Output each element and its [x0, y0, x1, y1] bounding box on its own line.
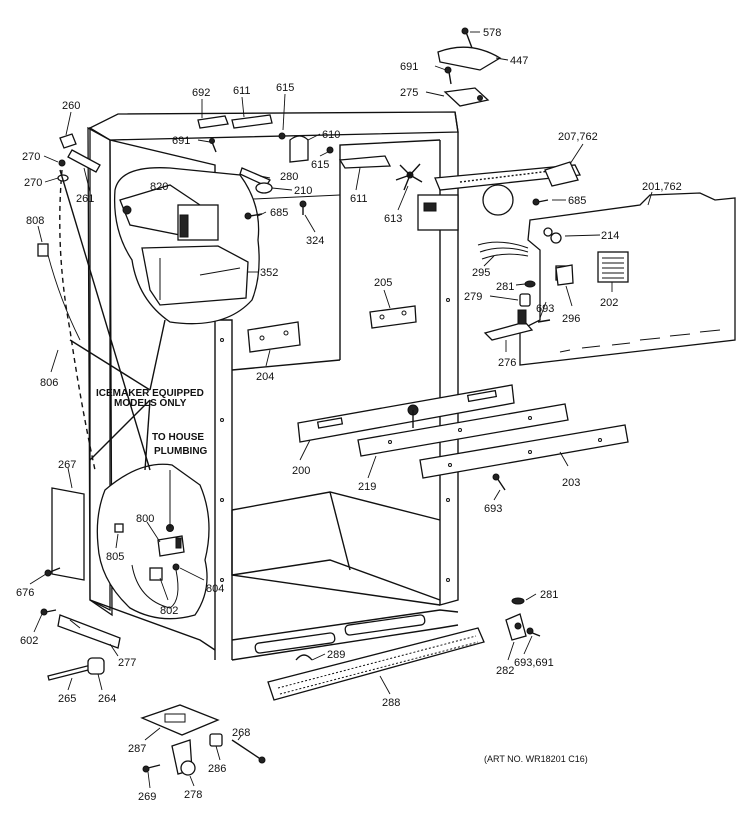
label-279: 279	[464, 291, 482, 303]
label-806: 806	[40, 377, 58, 389]
label-203: 203	[562, 477, 580, 489]
label-278: 278	[184, 789, 202, 801]
label-210: 210	[294, 185, 312, 197]
light-switch-202	[597, 251, 629, 283]
label-611-b: 611	[350, 193, 368, 205]
label-295: 295	[472, 267, 490, 279]
icemaker-note-line1: ICEMAKER EQUIPPED	[96, 388, 204, 399]
label-269: 269	[138, 791, 156, 803]
label-602: 602	[20, 635, 38, 647]
label-578: 578	[483, 27, 501, 39]
label-281: 281	[496, 281, 514, 293]
label-267: 267	[58, 459, 76, 471]
control-panel-201	[477, 192, 736, 366]
ice-bucket	[141, 245, 249, 306]
label-289: 289	[327, 649, 345, 661]
icemaker-unit	[119, 184, 219, 241]
part-labels: 578 691 447 275 692 611 615 691 610 615 …	[16, 27, 682, 803]
label-691: 691	[400, 61, 418, 73]
label-287: 287	[128, 743, 146, 755]
water-valve-assembly	[96, 463, 210, 620]
label-610: 610	[322, 129, 340, 141]
label-352: 352	[260, 267, 278, 279]
label-275: 275	[400, 87, 418, 99]
label-820: 820	[150, 181, 168, 193]
label-804: 804	[206, 583, 224, 595]
evaporator-bracket-207	[417, 161, 582, 231]
label-264: 264	[98, 693, 116, 705]
label-270: 270	[22, 151, 40, 163]
icemaker-note-line2: MODELS ONLY	[114, 398, 187, 409]
label-270-b: 270	[24, 177, 42, 189]
label-214: 214	[601, 230, 619, 242]
label-693-691: 693,691	[514, 657, 554, 669]
label-685-b: 685	[568, 195, 586, 207]
label-693-b: 693	[484, 503, 502, 515]
label-277: 277	[118, 657, 136, 669]
plumbing-note-line2: PLUMBING	[154, 446, 208, 457]
label-676: 676	[16, 587, 34, 599]
label-615: 615	[276, 82, 294, 94]
label-447: 447	[510, 55, 528, 67]
label-261: 261	[76, 193, 94, 205]
label-288: 288	[382, 697, 400, 709]
label-280: 280	[280, 171, 298, 183]
icemaker-assembly	[113, 167, 260, 325]
label-260: 260	[62, 100, 80, 112]
label-281-b: 281	[540, 589, 558, 601]
label-200: 200	[292, 465, 310, 477]
label-207-762: 207,762	[558, 131, 598, 143]
label-296: 296	[562, 313, 580, 325]
water-line	[37, 133, 101, 471]
label-204: 204	[256, 371, 274, 383]
label-693: 693	[536, 303, 554, 315]
label-611: 611	[233, 85, 251, 97]
label-219: 219	[358, 481, 376, 493]
label-276: 276	[498, 357, 516, 369]
art-number: (ART NO. WR18201 C16)	[484, 754, 588, 764]
label-800: 800	[136, 513, 154, 525]
label-265: 265	[58, 693, 76, 705]
label-808: 808	[26, 215, 44, 227]
label-692: 692	[192, 87, 210, 99]
label-691-b: 691	[172, 135, 190, 147]
label-282: 282	[496, 665, 514, 677]
bottom-parts	[40, 487, 541, 776]
label-205: 205	[374, 277, 392, 289]
label-685: 685	[270, 207, 288, 219]
notes: ICEMAKER EQUIPPED MODELS ONLY TO HOUSE P…	[96, 388, 588, 764]
leader-lines	[29, 31, 653, 789]
label-268: 268	[232, 727, 250, 739]
mullion-parts	[247, 305, 629, 491]
plumbing-note-line1: TO HOUSE	[152, 432, 204, 443]
label-202: 202	[600, 297, 618, 309]
top-parts	[197, 27, 582, 231]
fan-613	[395, 163, 423, 191]
cover-447	[437, 46, 502, 71]
toe-grille-288	[267, 627, 485, 701]
label-286: 286	[208, 763, 226, 775]
mullion-200	[297, 384, 515, 443]
label-802: 802	[160, 605, 178, 617]
label-613: 613	[384, 213, 402, 225]
label-805: 805	[106, 551, 124, 563]
label-615-b: 615	[311, 159, 329, 171]
label-324: 324	[306, 235, 324, 247]
label-201-762: 201,762	[642, 181, 682, 193]
